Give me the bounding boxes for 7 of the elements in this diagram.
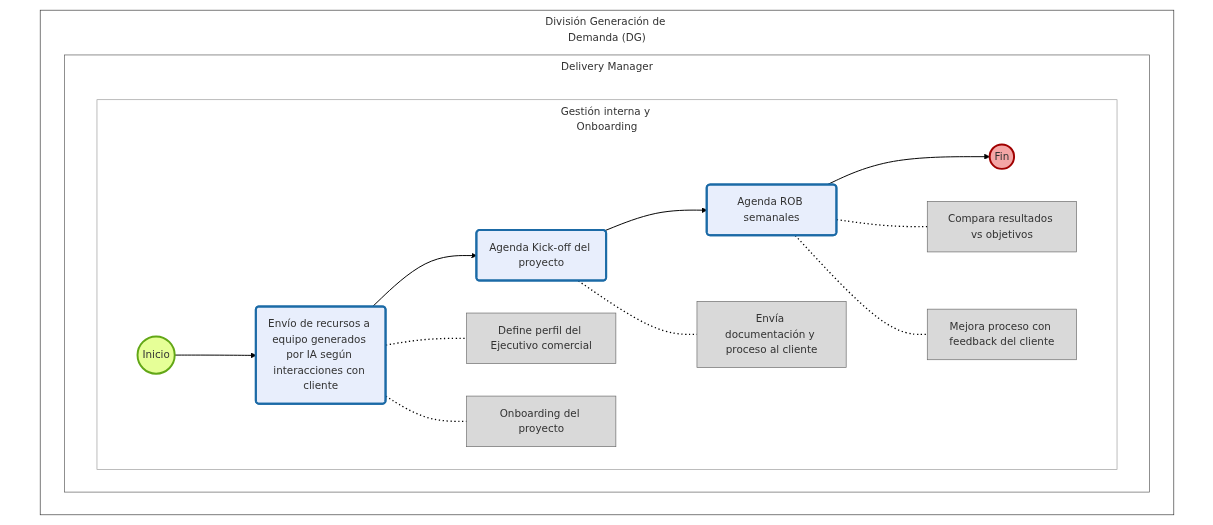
node-circle: Fin [988,143,1015,170]
node-box: Onboarding del proyecto [465,395,616,447]
node-box: Mejora proceso con feedback del cliente [926,308,1077,361]
node-box: Envía documentación y proceso al cliente [696,301,846,368]
node-box: Define perfil del Ejecutivo comercial [465,312,616,364]
node-box: Compara resultados vs objetivos [926,201,1077,253]
node-circle: Inicio [136,335,176,375]
